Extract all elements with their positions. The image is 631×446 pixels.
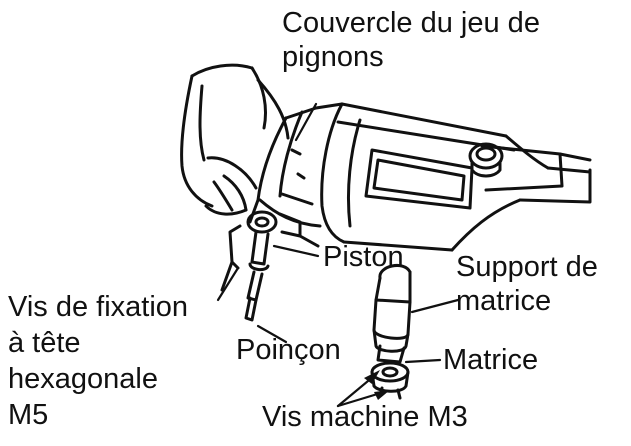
label-die-holder-line2: matrice xyxy=(456,284,598,318)
label-die-holder-line1: Support de xyxy=(456,250,598,284)
label-punch: Poinçon xyxy=(236,333,341,367)
label-machine-screws-text: Vis machine M3 xyxy=(262,400,468,434)
lock-knob xyxy=(470,144,502,176)
label-piston-text: Piston xyxy=(323,240,404,274)
label-piston: Piston xyxy=(323,240,404,274)
label-fixing-screw-line3: hexagonale xyxy=(8,361,188,397)
label-machine-screws: Vis machine M3 xyxy=(262,400,468,434)
label-fixing-screw-line1: Vis de fixation xyxy=(8,289,188,325)
label-fixing-screw-line4: M5 xyxy=(8,397,188,433)
hand xyxy=(182,65,288,214)
label-die-text: Matrice xyxy=(443,343,538,377)
label-fixing-screw: Vis de fixation à tête hexagonale M5 xyxy=(8,289,188,433)
label-punch-text: Poinçon xyxy=(236,333,341,367)
label-gear-cover-line1: Couvercle du jeu de xyxy=(282,6,540,40)
label-gear-cover-line2: pignons xyxy=(282,40,540,74)
label-die: Matrice xyxy=(443,343,538,377)
label-fixing-screw-line2: à tête xyxy=(8,325,188,361)
label-die-holder: Support de matrice xyxy=(456,250,598,318)
label-gear-cover: Couvercle du jeu de pignons xyxy=(282,6,540,74)
die-holder xyxy=(372,265,410,398)
punch xyxy=(246,298,256,320)
tool-body xyxy=(322,104,590,250)
